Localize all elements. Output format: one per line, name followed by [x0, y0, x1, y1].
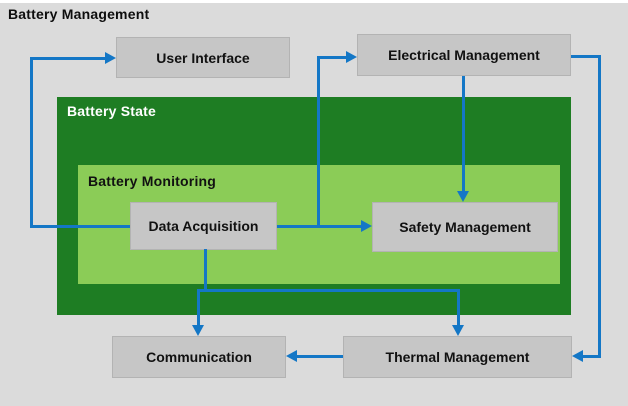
edge-da-comm-arrowhead: [192, 325, 204, 336]
edge-da-em-segment: [317, 56, 320, 228]
diagram-title: Battery Management: [8, 6, 150, 22]
edge-em-tm-segment: [598, 55, 601, 357]
edge-da-ui-segment: [30, 57, 33, 228]
edge-da-tm-arrowhead: [452, 325, 464, 336]
node-communication: Communication: [112, 336, 286, 378]
edge-da-tm-segment: [457, 291, 460, 325]
edge-em-sm-arrowhead: [457, 191, 469, 202]
edge-da-down-segment: [204, 249, 207, 291]
edge-em-tm-arrowhead: [572, 350, 583, 362]
node-user-interface: User Interface: [116, 37, 290, 78]
node-thermal-management-label: Thermal Management: [385, 349, 530, 365]
node-communication-label: Communication: [146, 349, 252, 365]
edge-da-ui-arrowhead: [105, 52, 116, 64]
edge-em-tm-segment: [583, 355, 601, 358]
node-thermal-management: Thermal Management: [343, 336, 572, 378]
edge-da-comm-segment: [197, 291, 200, 325]
node-data-acquisition-label: Data Acquisition: [148, 218, 259, 234]
edge-da-em-arrowhead: [346, 51, 357, 63]
edge-da-ui-segment: [30, 57, 105, 60]
edge-tm-comm-arrowhead: [286, 350, 297, 362]
node-electrical-management-label: Electrical Management: [388, 47, 540, 63]
node-safety-management-label: Safety Management: [399, 219, 531, 235]
top-divider: [0, 0, 628, 3]
edge-da-sm-arrowhead: [361, 220, 372, 232]
node-user-interface-label: User Interface: [156, 49, 250, 66]
edge-em-sm-segment: [462, 76, 465, 191]
battery-monitoring-label: Battery Monitoring: [88, 173, 217, 189]
edge-tm-comm-segment: [297, 355, 343, 358]
battery-state-label: Battery State: [67, 103, 156, 119]
edge-da-ui-segment: [30, 225, 130, 228]
edge-da-em-segment: [317, 56, 346, 59]
node-safety-management: Safety Management: [372, 202, 558, 252]
edge-em-tm-segment: [571, 55, 601, 58]
node-electrical-management: Electrical Management: [357, 34, 571, 76]
edge-da-down-segment: [197, 289, 460, 292]
node-data-acquisition: Data Acquisition: [130, 202, 277, 250]
